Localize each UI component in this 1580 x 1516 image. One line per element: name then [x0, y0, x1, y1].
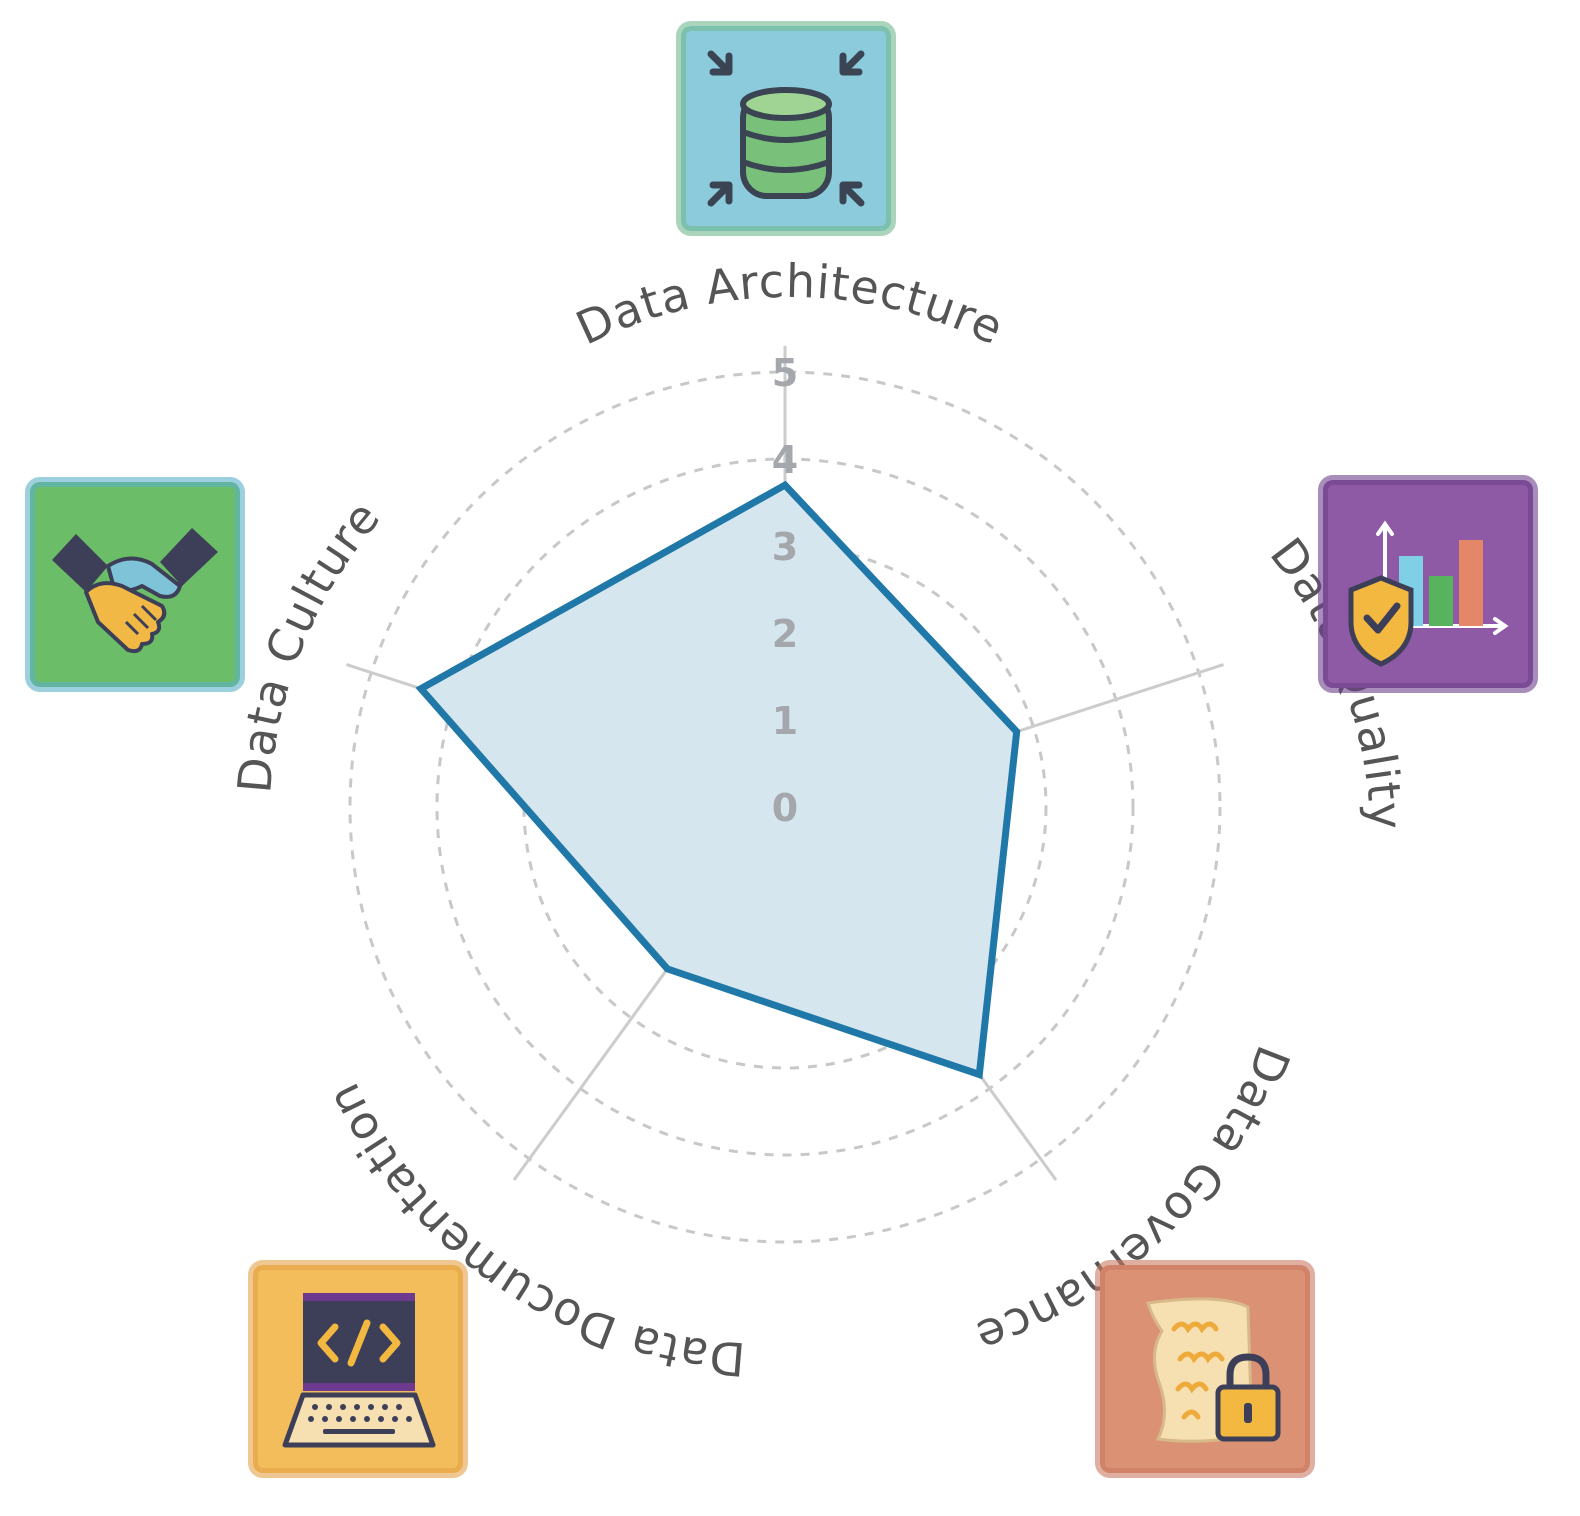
tick-label-2: 2 [772, 612, 798, 656]
data-point-1 [784, 484, 786, 487]
data-point-3 [978, 1073, 981, 1076]
data-point-2 [1015, 730, 1018, 733]
tick-label-1: 1 [772, 699, 798, 743]
tick-label-4: 4 [772, 438, 798, 482]
data-point-4 [666, 967, 669, 970]
tick-label-3: 3 [772, 525, 798, 569]
data-layer [415, 480, 1021, 1080]
governance-document-lock-icon [1095, 1260, 1315, 1478]
axis-title-data-culture: Data Culture [227, 490, 390, 795]
handshake-icon [25, 477, 245, 692]
database-icon [676, 21, 896, 236]
tick-label-0: 0 [772, 786, 798, 830]
data-point-5 [419, 687, 422, 690]
data-series-area [415, 480, 1021, 1080]
code-laptop-icon [248, 1260, 468, 1478]
grid-ring-5 [348, 370, 1222, 1244]
axis-title-data-architecture: Data Architecture [568, 254, 1012, 356]
quality-shield-chart-icon [1318, 475, 1538, 693]
tick-label-5: 5 [772, 351, 798, 395]
radial-ticks: 0 1 2 3 4 5 [772, 351, 798, 830]
